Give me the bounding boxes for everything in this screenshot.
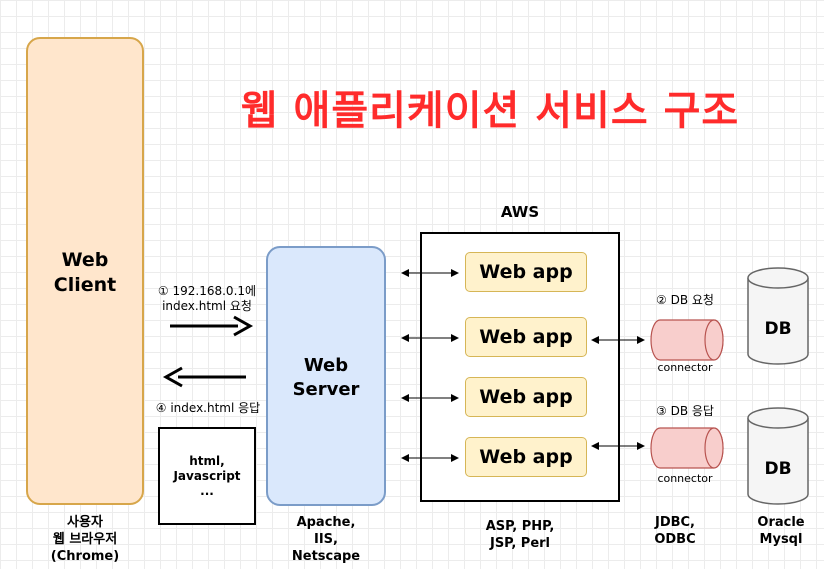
web-server-caption: Apache, IIS, Netscape (291, 515, 361, 564)
request-arrow (170, 315, 254, 337)
web-client-box (26, 37, 144, 505)
web-app-4: Web app (465, 437, 587, 477)
web-client-caption: 사용자 웹 브라우저 (Chrome) (50, 515, 120, 564)
web-app-3: Web app (465, 377, 587, 417)
drivers-caption: JDBC, ODBC (654, 515, 696, 547)
web-app-1: Web app (465, 252, 587, 292)
db-request-label: ② DB 요청 (656, 293, 714, 307)
response-label: ④ index.html 응답 (155, 401, 261, 415)
connector-label-1: connector (657, 361, 713, 374)
web-server-label: Web Server (292, 355, 360, 400)
diagram-title: 웹 애플리케이션 서비스 구조 (240, 88, 740, 134)
web-server-box (266, 246, 386, 506)
connector-cylinder-2 (650, 427, 724, 469)
web-app-2: Web app (465, 317, 587, 357)
aws-caption: ASP, PHP, JSP, Perl (485, 519, 555, 551)
connector-cylinder-1 (650, 319, 724, 361)
db-response-label: ③ DB 응답 (656, 404, 714, 418)
database-cylinder-2 (747, 407, 809, 505)
db-label-2: DB (764, 459, 792, 479)
databases-caption: Oracle Mysql (757, 515, 805, 547)
aws-label: AWS (500, 203, 540, 221)
db-label-1: DB (764, 319, 792, 339)
web-client-label: Web Client (53, 249, 117, 296)
response-content-box (158, 427, 256, 525)
response-arrow (162, 366, 246, 388)
connector-label-2: connector (657, 472, 713, 485)
database-cylinder-1 (747, 267, 809, 365)
request-label: ① 192.168.0.1에 index.html 요청 (157, 284, 257, 313)
response-content: html, Javascript ... (173, 454, 241, 498)
